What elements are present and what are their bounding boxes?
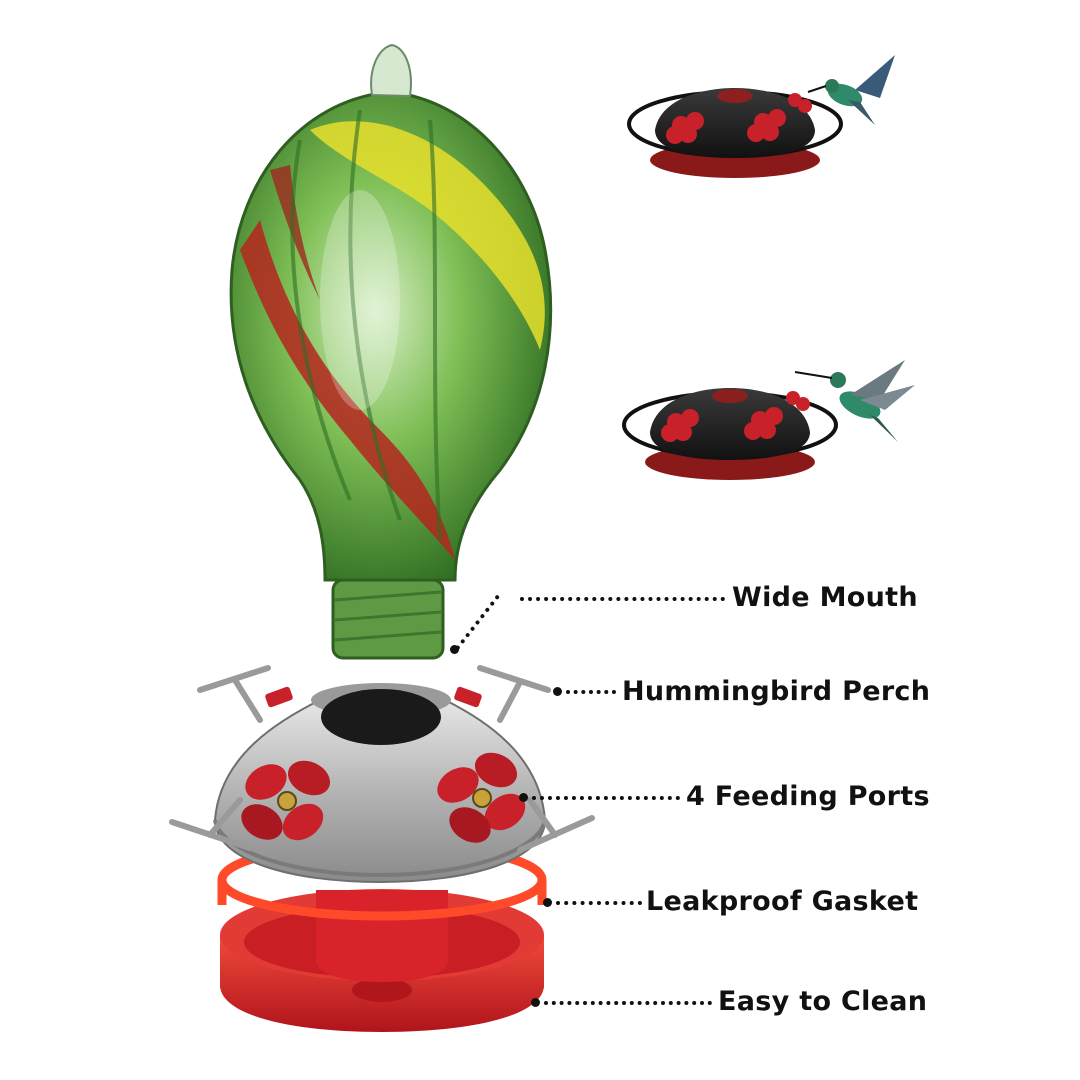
callout-wide-mouth: Wide Mouth xyxy=(732,582,918,613)
callout-feeding-ports: 4 Feeding Ports xyxy=(686,781,930,812)
feeding-port-left xyxy=(241,760,331,841)
callout-leakproof-gasket: Leakproof Gasket xyxy=(646,886,919,917)
clean-pointer-dot xyxy=(531,998,540,1007)
wide-mouth-pointer-dot xyxy=(450,645,459,654)
ports-leader xyxy=(532,796,680,800)
feeding-port-right xyxy=(437,752,526,843)
callout-hummingbird-perch: Hummingbird Perch xyxy=(622,676,931,707)
gasket-pointer-dot xyxy=(543,898,552,907)
glass-reservoir xyxy=(229,43,553,660)
clean-leader xyxy=(544,1001,712,1005)
perch-pointer-dot xyxy=(553,687,562,696)
ports-pointer-dot xyxy=(519,793,528,802)
callout-easy-to-clean: Easy to Clean xyxy=(718,986,928,1017)
perch-leader xyxy=(566,690,616,694)
gasket-leader xyxy=(556,901,642,905)
feeder-thumbnail-bottom xyxy=(622,360,915,480)
feeder-thumbnail-top xyxy=(627,55,895,178)
feeder-base-assembly xyxy=(169,665,595,1032)
wide-mouth-leader xyxy=(520,597,725,601)
